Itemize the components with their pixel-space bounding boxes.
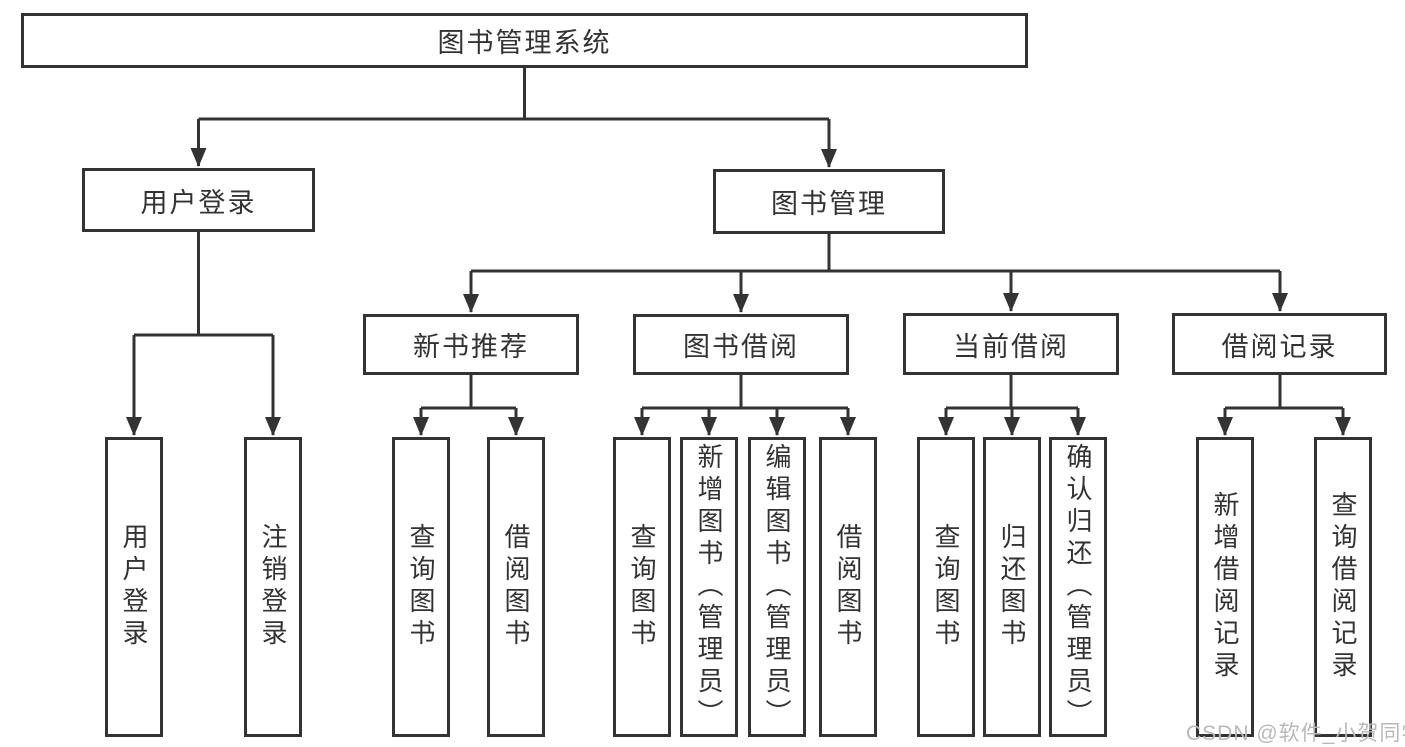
leaf-borrow-books: 借阅图书 xyxy=(819,437,877,737)
csdn-watermark: CSDN @软件_小贺同学 xyxy=(1186,722,1405,745)
leaf-query-books-recommend: 查询图书 xyxy=(392,437,450,737)
leaf-confirm-return-admin: 确认归还（管理员） xyxy=(1049,437,1107,737)
leaf-edit-book-admin: 编辑图书（管理员） xyxy=(748,437,806,737)
node-book-management: 图书管理 xyxy=(713,169,945,234)
leaf-query-books-borrow: 查询图书 xyxy=(613,437,671,737)
leaf-user-login: 用户登录 xyxy=(105,437,163,737)
node-book-borrow: 图书借阅 xyxy=(633,314,849,375)
leaf-query-borrow-record: 查询借阅记录 xyxy=(1314,437,1372,737)
leaf-return-book: 归还图书 xyxy=(983,437,1041,737)
node-borrow-records: 借阅记录 xyxy=(1172,313,1387,375)
node-new-book-recommend: 新书推荐 xyxy=(363,314,579,375)
node-user-login: 用户登录 xyxy=(82,168,315,232)
leaf-query-books-current: 查询图书 xyxy=(917,437,975,737)
node-current-borrow: 当前借阅 xyxy=(903,313,1119,375)
node-root: 图书管理系统 xyxy=(21,13,1028,68)
leaf-borrow-books-recommend: 借阅图书 xyxy=(487,437,545,737)
leaf-logout: 注销登录 xyxy=(244,437,302,737)
leaf-add-book-admin: 新增图书（管理员） xyxy=(680,437,738,737)
leaf-add-borrow-record: 新增借阅记录 xyxy=(1196,437,1254,737)
